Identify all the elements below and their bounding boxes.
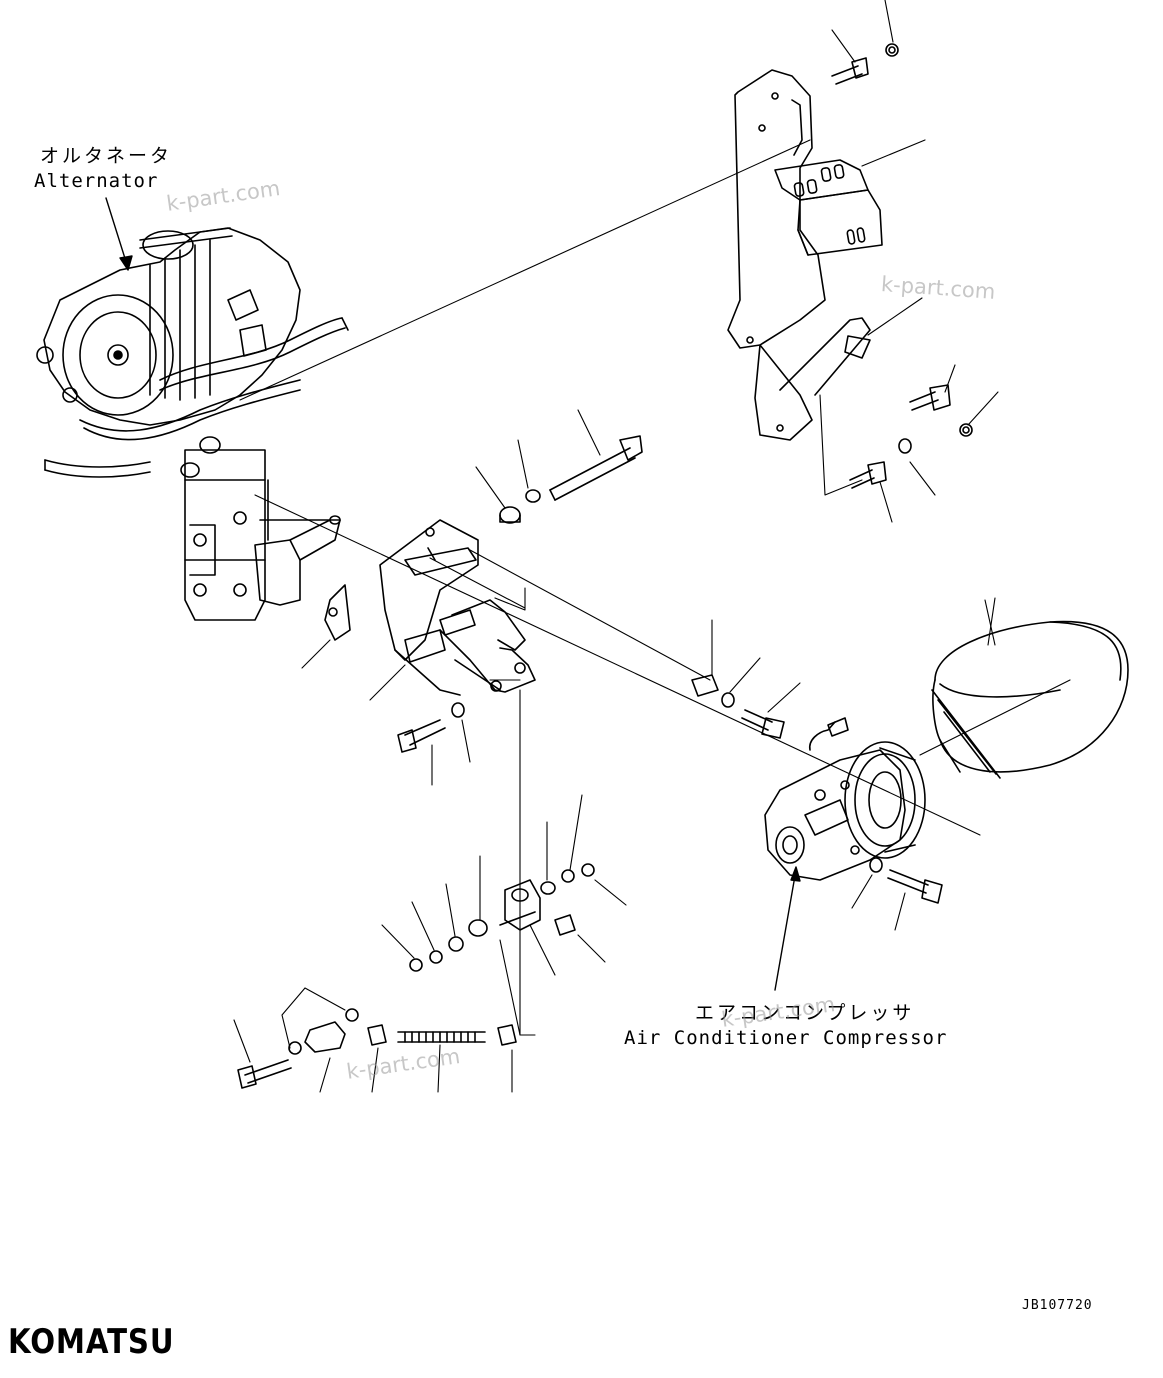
compressor-drawing <box>764 717 926 881</box>
alternator-label-jp: オルタネータ <box>40 145 173 167</box>
komatsu-logo: KOMATSU <box>8 1322 175 1362</box>
upper-bracket-drawing <box>727 69 883 441</box>
center-bracket-drawing <box>379 519 536 696</box>
leader-lines <box>233 0 1071 1093</box>
compressor-label-jp: エアコンコンプレッサ <box>695 1002 915 1024</box>
drawing-number: JB107720 <box>1022 1298 1093 1313</box>
alternator-label-en: Alternator <box>34 170 159 192</box>
compressor-label-en: Air Conditioner Compressor <box>624 1027 948 1049</box>
fasteners-drawing <box>237 43 973 1089</box>
alternator-drawing <box>36 227 349 621</box>
label-arrows <box>105 197 801 991</box>
